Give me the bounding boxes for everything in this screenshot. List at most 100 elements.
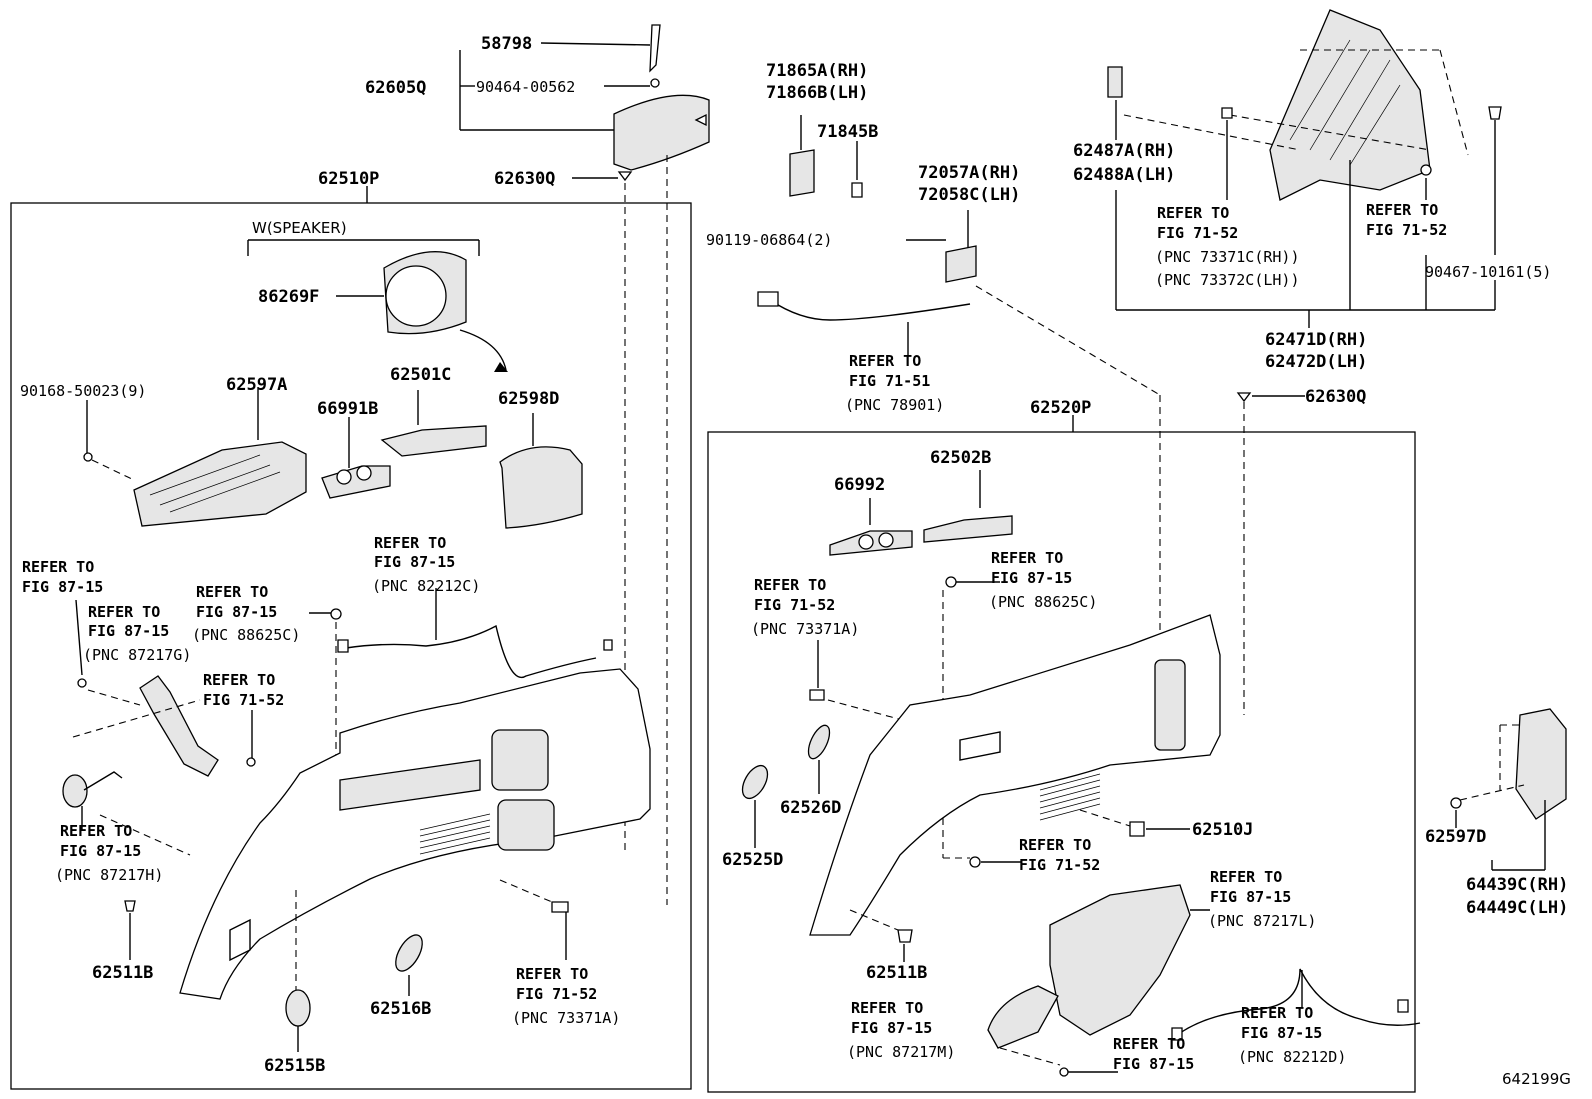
reference-callouts: REFER TO FIG 87-15 REFER TO FIG 87-15 (P… [22, 201, 1447, 1073]
ref-11-title: REFER TO [754, 576, 826, 594]
part-58798: 58798 [481, 34, 532, 54]
ref-10-title: REFER TO [1366, 201, 1438, 219]
panel-62471D [1107, 9, 1502, 328]
ref-8-pnc: (PNC 78901) [845, 396, 944, 414]
part-62472D: 62472D(LH) [1265, 352, 1367, 372]
cover-62525D [741, 764, 769, 848]
part-62471D: 62471D(RH) [1265, 330, 1367, 350]
part-90467-10161: 90467-10161(5) [1425, 263, 1551, 281]
part-64439C: 64439C(RH) [1466, 875, 1568, 895]
part-labels: 58798 62605Q 90464-00562 62510P 62630Q W… [20, 34, 1571, 1088]
part-62511B-right: 62511B [866, 963, 927, 983]
ref-2-title: REFER TO [88, 603, 160, 621]
ref-1-title: REFER TO [22, 558, 94, 576]
ref-9-title: REFER TO [1157, 204, 1229, 222]
duct-87217G [72, 599, 219, 777]
cover-assembly-62605Q [459, 24, 710, 905]
ref-9-pnc1: (PNC 73371C(RH)) [1155, 248, 1300, 266]
part-62487A: 62487A(RH) [1073, 141, 1175, 161]
part-62501C: 62501C [390, 365, 451, 385]
figure-id: 642199G [1502, 1070, 1571, 1088]
ref-12-pnc: (PNC 88625C) [989, 593, 1097, 611]
part-86269F: 86269F [258, 287, 319, 307]
ref-5-title: REFER TO [203, 671, 275, 689]
ref-17-title: REFER TO [1241, 1004, 1313, 1022]
bezel-66992 [829, 498, 913, 556]
ref-3-pnc: (PNC 88625C) [192, 626, 300, 644]
group-speaker: W(SPEAKER) [252, 219, 347, 237]
part-62597A: 62597A [226, 375, 287, 395]
bracket-64439C [1450, 708, 1567, 871]
ref-14-pnc: (PNC 87217L) [1208, 912, 1316, 930]
quarter-trim-panel-62520P [809, 614, 1221, 936]
ref-2-pnc: (PNC 87217G) [83, 646, 191, 664]
quarter-trim-panel-62510P [179, 668, 651, 1000]
clip-62511B-right [849, 909, 913, 962]
ref-15-fig: FIG 87-15 [851, 1019, 932, 1037]
part-62520P: 62520P [1030, 398, 1091, 418]
part-62488A: 62488A(LH) [1073, 165, 1175, 185]
part-62630Q-right: 62630Q [1305, 387, 1366, 407]
clip-73371A-right [809, 640, 911, 723]
clip-71-52-left [246, 710, 256, 767]
part-62502B: 62502B [930, 448, 991, 468]
duct-87217L [1049, 884, 1210, 1036]
ref-10-fig: FIG 71-52 [1366, 221, 1447, 239]
part-62515B: 62515B [264, 1056, 325, 1076]
ref-13-fig: FIG 71-52 [1019, 856, 1100, 874]
cover-62516B [395, 934, 423, 996]
clip-62510J [1079, 809, 1190, 837]
ref-6-pnc: (PNC 87217H) [55, 866, 163, 884]
ref-8-fig: FIG 71-51 [849, 372, 930, 390]
ref-15-pnc: (PNC 87217M) [847, 1043, 955, 1061]
clip-73371A-left [499, 879, 569, 960]
ref-11-fig: FIG 71-52 [754, 596, 835, 614]
bracket-62597A [83, 387, 307, 527]
part-90119-06864: 90119-06864(2) [706, 231, 832, 249]
ref-6-fig: FIG 87-15 [60, 842, 141, 860]
ref-17-pnc: (PNC 82212D) [1238, 1048, 1346, 1066]
part-62526D: 62526D [780, 798, 841, 818]
part-90464-00562: 90464-00562 [476, 78, 575, 96]
part-71845B: 71845B [817, 122, 878, 142]
ref-13-title: REFER TO [1019, 836, 1091, 854]
ref-6-title: REFER TO [60, 822, 132, 840]
ref-9-pnc2: (PNC 73372C(LH)) [1155, 271, 1300, 289]
ref-11-pnc: (PNC 73371A) [751, 620, 859, 638]
ref-4-fig: FIG 87-15 [374, 553, 455, 571]
part-62511B-left: 62511B [92, 963, 153, 983]
ref-3-fig: FIG 87-15 [196, 603, 277, 621]
ref-4-title: REFER TO [374, 534, 446, 552]
ref-14-title: REFER TO [1210, 868, 1282, 886]
part-64449C: 64449C(LH) [1466, 898, 1568, 918]
part-62510P: 62510P [318, 169, 379, 189]
lock-assembly-72057A [757, 210, 1161, 680]
cover-62515B [285, 890, 311, 1052]
cover-62526D [807, 724, 831, 794]
trim-62501C [380, 390, 487, 457]
ref-7-title: REFER TO [516, 965, 588, 983]
ref-3-title: REFER TO [196, 583, 268, 601]
ref-8-title: REFER TO [849, 352, 921, 370]
ref-1-fig: FIG 87-15 [22, 578, 103, 596]
duct-87217M [987, 985, 1061, 1066]
ref-15-title: REFER TO [851, 999, 923, 1017]
ref-5-fig: FIG 71-52 [203, 691, 284, 709]
clip-62630Q-right [1072, 392, 1305, 715]
part-62516B: 62516B [370, 999, 431, 1019]
part-62597D: 62597D [1425, 827, 1486, 847]
ref-7-fig: FIG 71-52 [516, 985, 597, 1003]
part-90168-50023: 90168-50023(9) [20, 382, 146, 400]
clip-71-52-right [969, 856, 1022, 868]
ref-12-fig: FIG 87-15 [991, 569, 1072, 587]
ref-17-fig: FIG 87-15 [1241, 1024, 1322, 1042]
speaker-grille-86269F [336, 251, 508, 372]
wiring-82212C [337, 588, 613, 679]
ref-12-title: REFER TO [991, 549, 1063, 567]
ref-9-fig: FIG 71-52 [1157, 224, 1238, 242]
ref-4-pnc: (PNC 82212C) [372, 577, 480, 595]
clip-62511B-left [124, 900, 136, 960]
bezel-66991B [321, 417, 391, 499]
part-62630Q-left: 62630Q [494, 169, 555, 189]
